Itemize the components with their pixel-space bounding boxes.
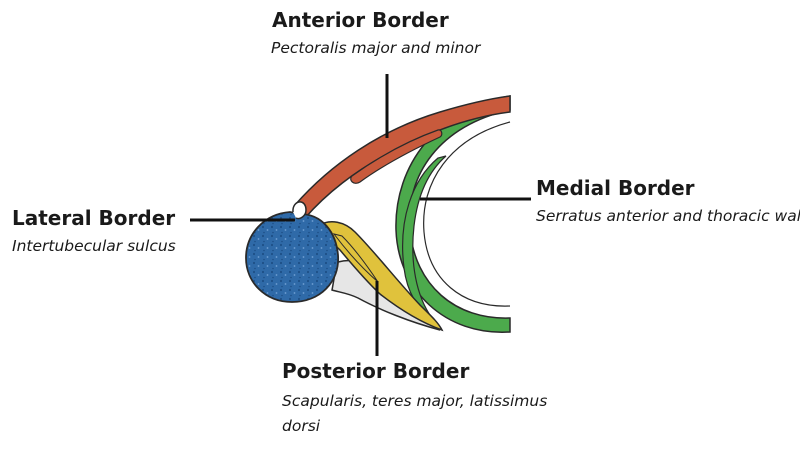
thoracic-wall-rib <box>395 95 511 333</box>
intertubercular-sulcus <box>292 201 307 220</box>
posterior-border-subtitle-line1: Scapularis, teres major, latissimus <box>282 392 548 410</box>
posterior-border-subtitle-line2: dorsi <box>282 417 321 435</box>
humerus-head <box>245 211 339 303</box>
thoracic-wall-rib-inner <box>423 121 511 307</box>
medial-border-subtitle: Serratus anterior and thoracic wall <box>536 207 800 225</box>
pectoralis-minor-muscle <box>350 129 443 184</box>
medial-border-title: Medial Border <box>536 176 695 200</box>
posterior-border-title: Posterior Border <box>282 359 470 383</box>
lateral-border-subtitle: Intertubecular sulcus <box>12 237 176 255</box>
lateral-border-title: Lateral Border <box>12 206 176 230</box>
anterior-border-subtitle: Pectoralis major and minor <box>271 39 481 57</box>
anterior-border-title: Anterior Border <box>272 8 449 32</box>
